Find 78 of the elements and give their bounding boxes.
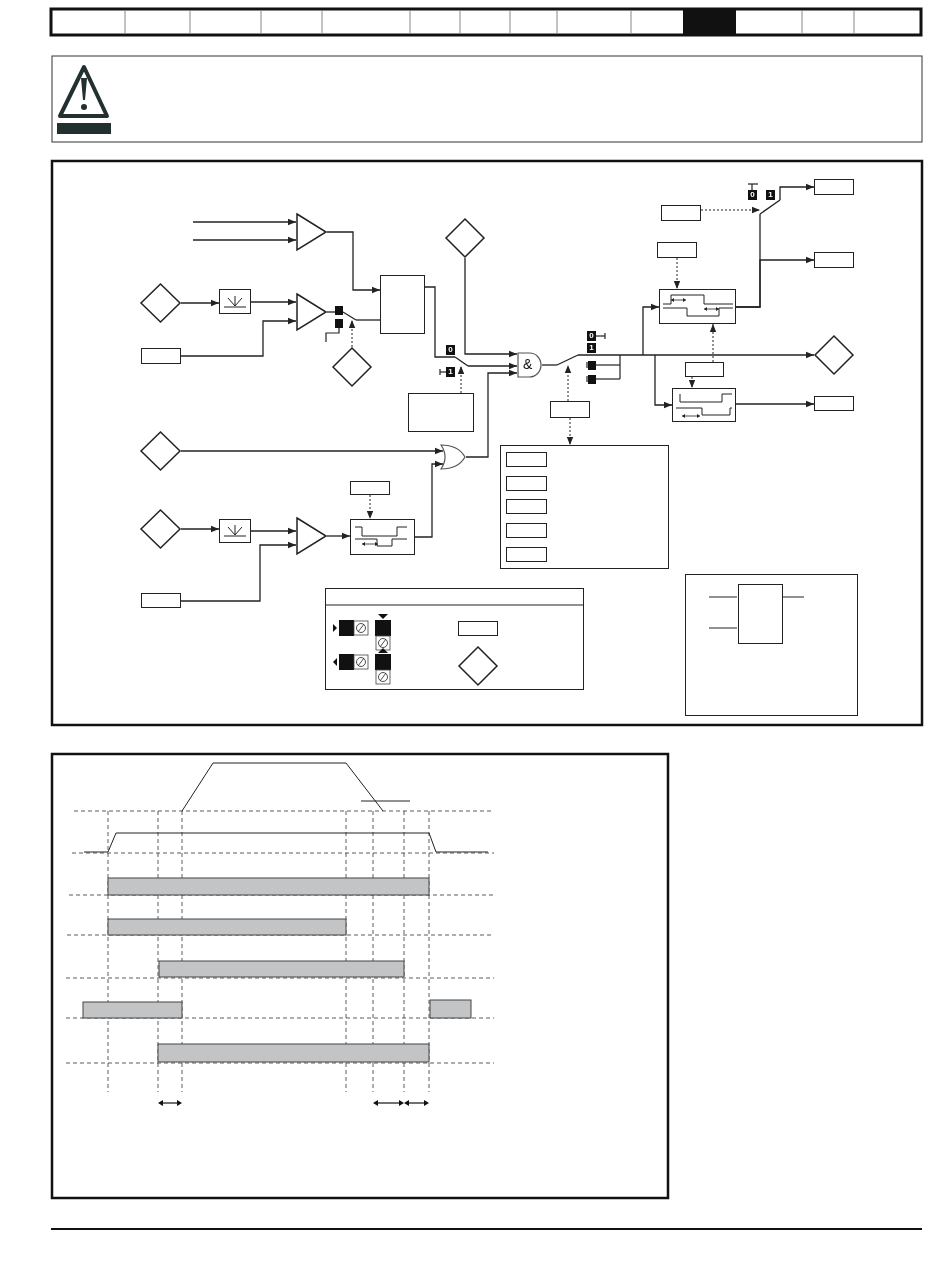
signal-arrow [250,298,297,306]
comparator-triangle [296,517,327,555]
parameter-list-box [500,445,669,569]
parameter-diamond [445,218,485,258]
parameter-box [141,593,181,608]
signal-arrow [464,257,518,358]
parameter-diamond [140,283,181,323]
switch-contact: 1 [766,190,775,200]
signal-arrow [642,303,660,356]
symbol-key-panel [685,574,858,716]
signal-arrow [467,362,518,370]
parameter-box [506,452,547,467]
switch-contact: 1 [587,343,596,353]
signal-arrow [465,369,518,458]
switch-lever [343,312,356,320]
switch-lever [455,357,468,366]
parameter-diamond [140,431,181,471]
function-block [380,275,425,334]
hysteresis-box [659,289,736,324]
dashed-arrow [366,494,374,520]
parameter-box [506,523,547,538]
and-gate [517,352,542,378]
dashed-arrow [700,206,761,214]
ramp-filter-box [219,519,251,543]
signal-arrow [180,317,297,357]
signal-arrow [180,525,220,533]
dashed-arrow [564,364,572,402]
parameter-block [408,393,474,432]
parameter-box [350,481,390,495]
parameter-diamond [458,646,498,686]
or-gate [440,444,466,470]
legend-panel [325,588,584,690]
signal-arrow [180,447,444,455]
switch-contact: 0 [587,331,596,341]
parameter-diamond [140,509,181,549]
switch-contact: 1 [446,367,455,377]
parameter-box [550,401,590,418]
parameter-box [141,348,181,364]
signal-arrow [180,299,220,307]
hysteresis-box [350,519,415,555]
parameter-box [506,476,547,491]
signal-arrow [326,231,381,294]
gate-symbol: & [523,356,533,372]
parameter-box [661,205,701,221]
signal-arrow [414,460,444,538]
parameter-box [814,179,854,195]
parameter-diamond [332,347,372,387]
parameter-box [685,362,724,377]
ramp-filter-box [219,289,251,314]
parameter-box [458,621,498,636]
switch-lever [760,200,780,214]
signal-arrow [577,351,815,359]
signal-arrow [735,400,815,408]
dashed-arrow [457,365,465,394]
parameter-diamond [814,335,854,375]
switch-contact: 0 [748,190,757,200]
comparator-triangle [296,293,327,331]
switch-lever [557,355,578,365]
dashed-arrow [348,319,356,348]
comparator-triangle [296,213,327,251]
parameter-box [657,242,697,258]
parameter-box [814,252,854,268]
signal-arrow [192,236,297,244]
function-block [738,584,783,644]
signal-arrow [180,541,297,602]
signal-arrow [654,354,673,409]
parameter-box [506,547,547,562]
signal-arrow [192,218,297,226]
parameter-box [814,396,854,411]
switch-contact: 0 [446,345,455,355]
dashed-arrow [673,257,681,290]
signal-arrow [250,527,297,535]
parameter-box [506,499,547,514]
dashed-arrow [566,417,574,446]
dashed-arrow [688,376,696,389]
signal-arrow [326,532,351,540]
signal-arrow [779,183,815,201]
dashed-arrow [709,323,717,363]
